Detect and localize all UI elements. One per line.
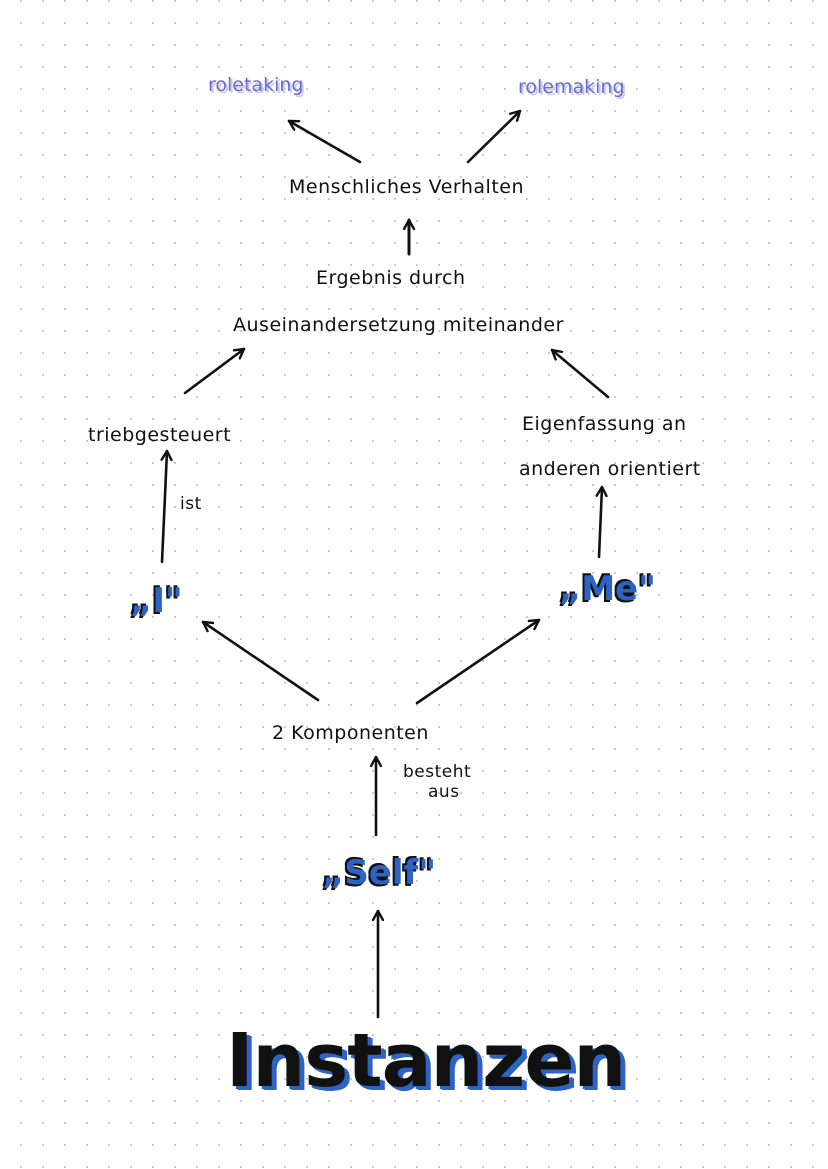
node-roletaking: roletaking bbox=[208, 74, 304, 96]
arrow-behavior-to-roletaking bbox=[287, 119, 362, 164]
arrow-behavior-to-rolemaking bbox=[466, 109, 522, 164]
edge-label-besteht-line1: besteht bbox=[403, 762, 472, 782]
arrow-selfconcept-to-result bbox=[550, 348, 610, 399]
edge-label-ist: ist bbox=[180, 494, 202, 514]
arrow-components-to-me bbox=[415, 618, 541, 705]
arrow-drive-to-result bbox=[183, 347, 246, 395]
node-drive: triebgesteuert bbox=[88, 424, 232, 446]
node-result-line1: Ergebnis durch bbox=[316, 267, 466, 289]
node-me: „Me" bbox=[559, 569, 656, 609]
node-instances: Instanzen bbox=[226, 1018, 626, 1104]
node-self: „Self" bbox=[322, 853, 437, 893]
node-components: 2 Komponenten bbox=[272, 722, 429, 744]
node-self-concept-line2: anderen orientiert bbox=[519, 458, 701, 480]
node-i: „I" bbox=[130, 581, 183, 621]
arrow-me-to-selfconcept bbox=[599, 485, 602, 559]
node-self-concept-line1: Eigenfassung an bbox=[522, 413, 687, 435]
node-rolemaking: rolemaking bbox=[518, 76, 625, 98]
edge-label-besteht-line2: aus bbox=[428, 782, 460, 802]
arrow-components-to-i bbox=[201, 620, 320, 702]
node-behavior: Menschliches Verhalten bbox=[289, 176, 525, 198]
arrow-i-to-drive bbox=[162, 449, 167, 564]
node-result-line2: Auseinandersetzung miteinander bbox=[233, 314, 564, 336]
